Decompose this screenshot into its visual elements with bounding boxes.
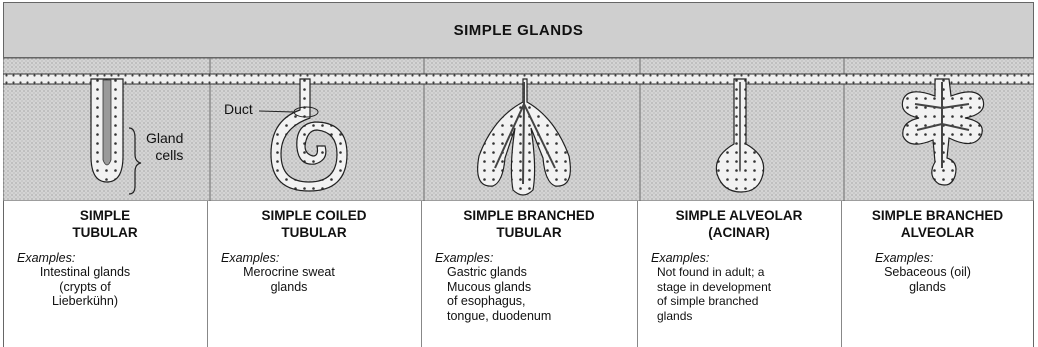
surface-epithelium (3, 74, 1034, 84)
gland-cells-label: Gland cells (146, 130, 183, 164)
diagram-title: SIMPLE GLANDS (454, 22, 584, 39)
gland-column-simple-alveolar: SIMPLE ALVEOLAR (ACINAR) Examples: Not f… (637, 201, 841, 347)
examples-label: Examples: (651, 251, 841, 265)
duct-label: Duct (224, 101, 253, 117)
examples-text: Sebaceous (oil) glands (841, 265, 1034, 294)
gland-column-simple-tubular: SIMPLE TUBULAR Examples: Intestinal glan… (3, 201, 207, 347)
gland-name: SIMPLE ALVEOLAR (ACINAR) (637, 207, 841, 241)
examples-label: Examples: (435, 251, 637, 265)
column-divider (421, 201, 422, 347)
examples-text: Merocrine sweat glands (207, 265, 421, 294)
gland-name: SIMPLE TUBULAR (3, 207, 207, 241)
gland-name: SIMPLE COILED TUBULAR (207, 207, 421, 241)
gland-column-simple-branched-alveolar: SIMPLE BRANCHED ALVEOLAR Examples: Sebac… (841, 201, 1034, 347)
column-divider (207, 201, 208, 347)
examples-label: Examples: (221, 251, 421, 265)
title-bar: SIMPLE GLANDS (3, 2, 1034, 58)
examples-text: Not found in adult; a stage in developme… (657, 265, 841, 323)
examples-text: Intestinal glands (crypts of Lieberkühn) (3, 265, 207, 309)
examples-label: Examples: (875, 251, 1034, 265)
gland-name: SIMPLE BRANCHED TUBULAR (421, 207, 637, 241)
examples-text: Gastric glands Mucous glands of esophagu… (447, 265, 637, 323)
gland-column-simple-coiled-tubular: SIMPLE COILED TUBULAR Examples: Merocrin… (207, 201, 421, 347)
column-divider (637, 201, 638, 347)
gland-column-simple-branched-tubular: SIMPLE BRANCHED TUBULAR Examples: Gastri… (421, 201, 637, 347)
gland-name: SIMPLE BRANCHED ALVEOLAR (841, 207, 1034, 241)
column-divider (841, 201, 842, 347)
examples-label: Examples: (17, 251, 207, 265)
